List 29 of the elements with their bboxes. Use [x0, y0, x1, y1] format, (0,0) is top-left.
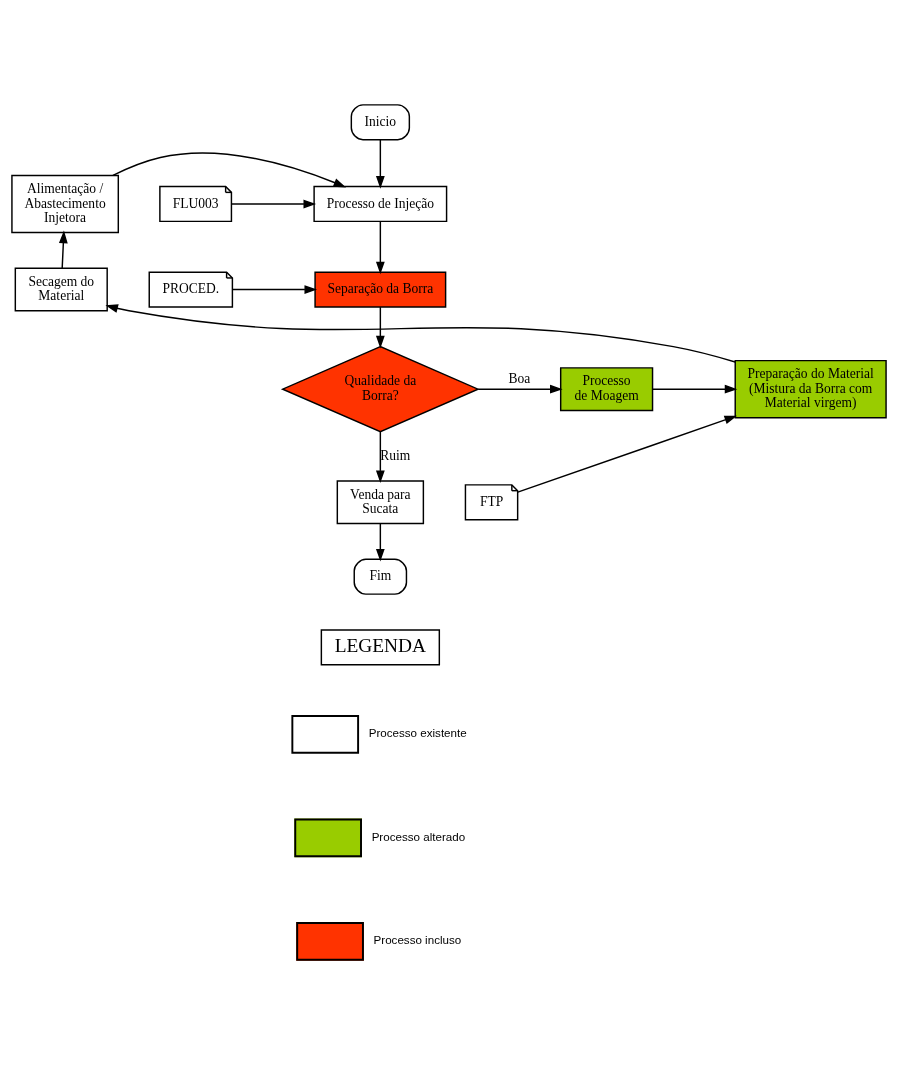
- arrow: [375, 522, 385, 561]
- node-box: Secagem do Material: [14, 267, 108, 312]
- arrow: [112, 151, 347, 187]
- node-box: Preparação do Material (Mistura da Borra com Material virgem): [734, 359, 887, 418]
- node-box: Processo de Injeção: [313, 185, 448, 222]
- arrow: [652, 384, 738, 394]
- arrow: [375, 220, 385, 274]
- legend-label: Processo existente: [368, 725, 467, 739]
- edge-label: Boa: [508, 370, 531, 386]
- edge-label: Ruim: [380, 447, 411, 463]
- node-box: Fim: [353, 558, 408, 595]
- arrow: [231, 199, 317, 208]
- legend-label: Processo incluso: [373, 932, 462, 946]
- node-diamond: Qualidade da Borra?: [280, 345, 480, 432]
- arrow: [517, 415, 738, 493]
- arrow: [375, 138, 385, 189]
- node-box: Inicio: [350, 103, 411, 140]
- node-box: Alimentação / Abastecimento Injetora: [11, 174, 120, 233]
- arrow: [375, 305, 385, 348]
- node-box: Processo de Moagem: [559, 366, 654, 411]
- arrow: [477, 384, 563, 394]
- label: LEGENDA: [334, 634, 426, 656]
- node-box: Separação da Borra: [314, 270, 447, 308]
- node-box: Venda para Sucata: [336, 479, 425, 524]
- arrow: [58, 230, 68, 269]
- arrow: [231, 284, 318, 294]
- arrow: [105, 303, 736, 363]
- legend-label: Processo alterado: [371, 829, 466, 843]
- arrow: [375, 430, 385, 483]
